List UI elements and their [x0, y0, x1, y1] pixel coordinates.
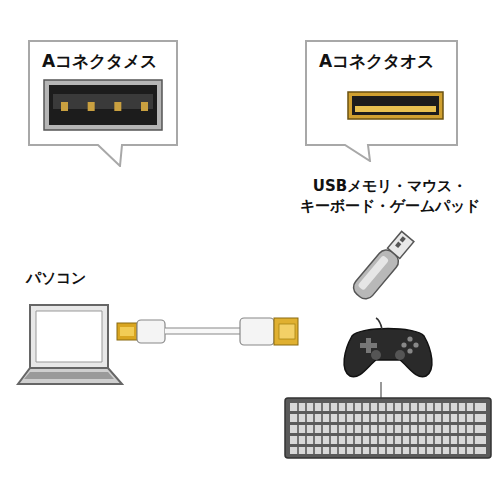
male-a-connector: [348, 92, 443, 119]
callout-title: Aコネクタメス: [42, 50, 178, 73]
usb-extension-cable: [117, 318, 298, 345]
callout-title: Aコネクタオス: [319, 50, 458, 73]
computer-label: パソコン: [26, 268, 146, 288]
laptop-illustration: [18, 305, 122, 384]
usb-flash-drive: [350, 229, 416, 302]
keyboard: [285, 382, 491, 458]
callout-box: Aコネクタメス: [28, 40, 178, 167]
gamepad: [344, 318, 432, 377]
device-label: USBメモリ・マウス・ キーボード・ゲームパッド: [285, 176, 495, 217]
female-a-connector: [44, 80, 162, 130]
callout-box: Aコネクタオス: [305, 40, 458, 162]
